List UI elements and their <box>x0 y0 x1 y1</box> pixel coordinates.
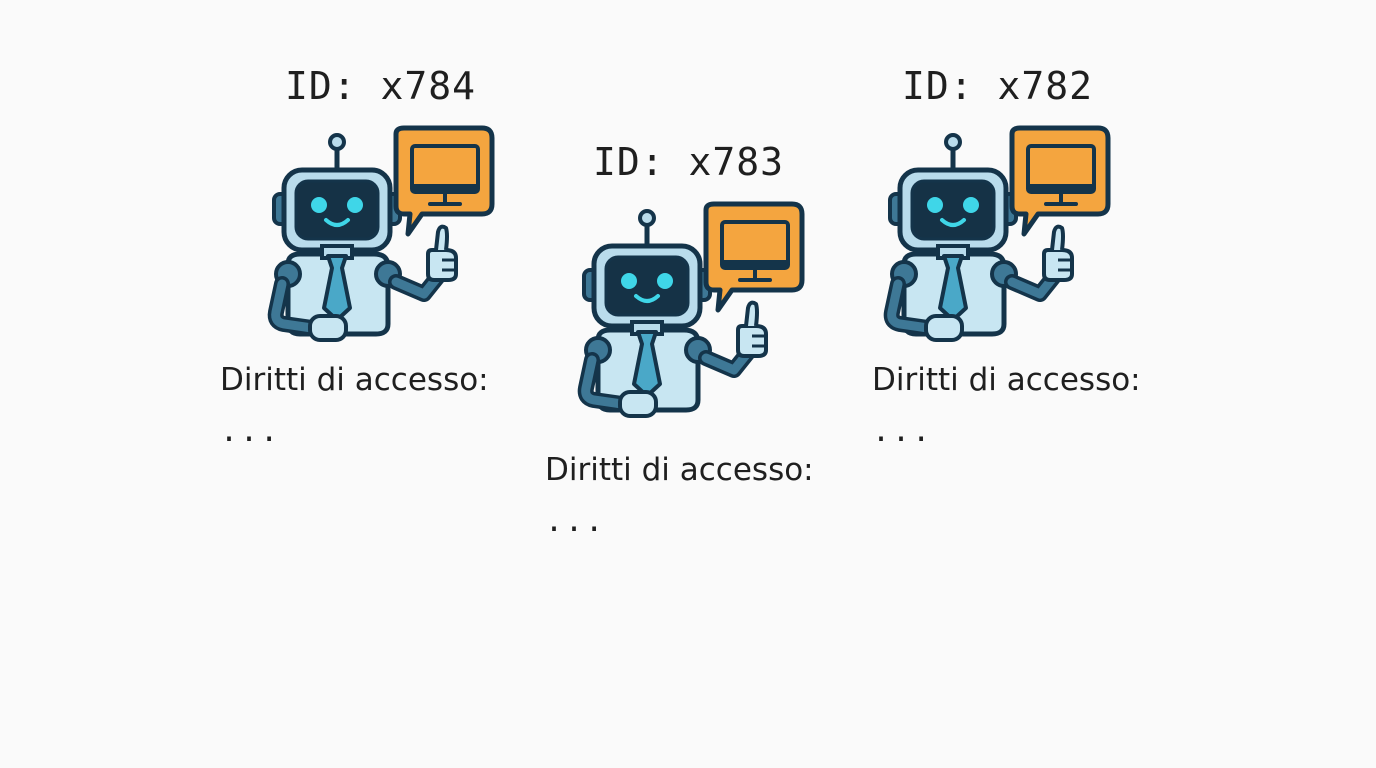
monitor-icon <box>1026 144 1096 206</box>
agent-id: ID: x783 <box>593 140 785 184</box>
monitor-icon <box>410 144 480 206</box>
access-rights-value: ... <box>872 414 933 449</box>
access-rights-label: Diritti di accesso: <box>220 362 489 398</box>
chat-bubble-icon <box>1009 125 1111 237</box>
agent-card: ID: x784 Diritti di accesso: ... <box>0 0 495 449</box>
chat-bubble-icon <box>393 125 495 237</box>
access-rights-value: ... <box>545 504 606 539</box>
agent-card: ID: x782 Diritti di accesso: ... <box>0 0 1141 449</box>
robot-agent-icon <box>267 125 495 342</box>
agent-card: ID: x783 Diritti di accesso: ... <box>0 0 814 539</box>
monitor-icon <box>720 220 790 282</box>
agent-id: ID: x782 <box>902 64 1094 108</box>
access-rights-label: Diritti di accesso: <box>872 362 1141 398</box>
chat-bubble-icon <box>703 201 805 313</box>
robot-agent-icon <box>577 201 805 418</box>
agent-id: ID: x784 <box>285 64 477 108</box>
robot-agent-icon <box>883 125 1111 342</box>
access-rights-label: Diritti di accesso: <box>545 452 814 488</box>
access-rights-value: ... <box>220 414 281 449</box>
